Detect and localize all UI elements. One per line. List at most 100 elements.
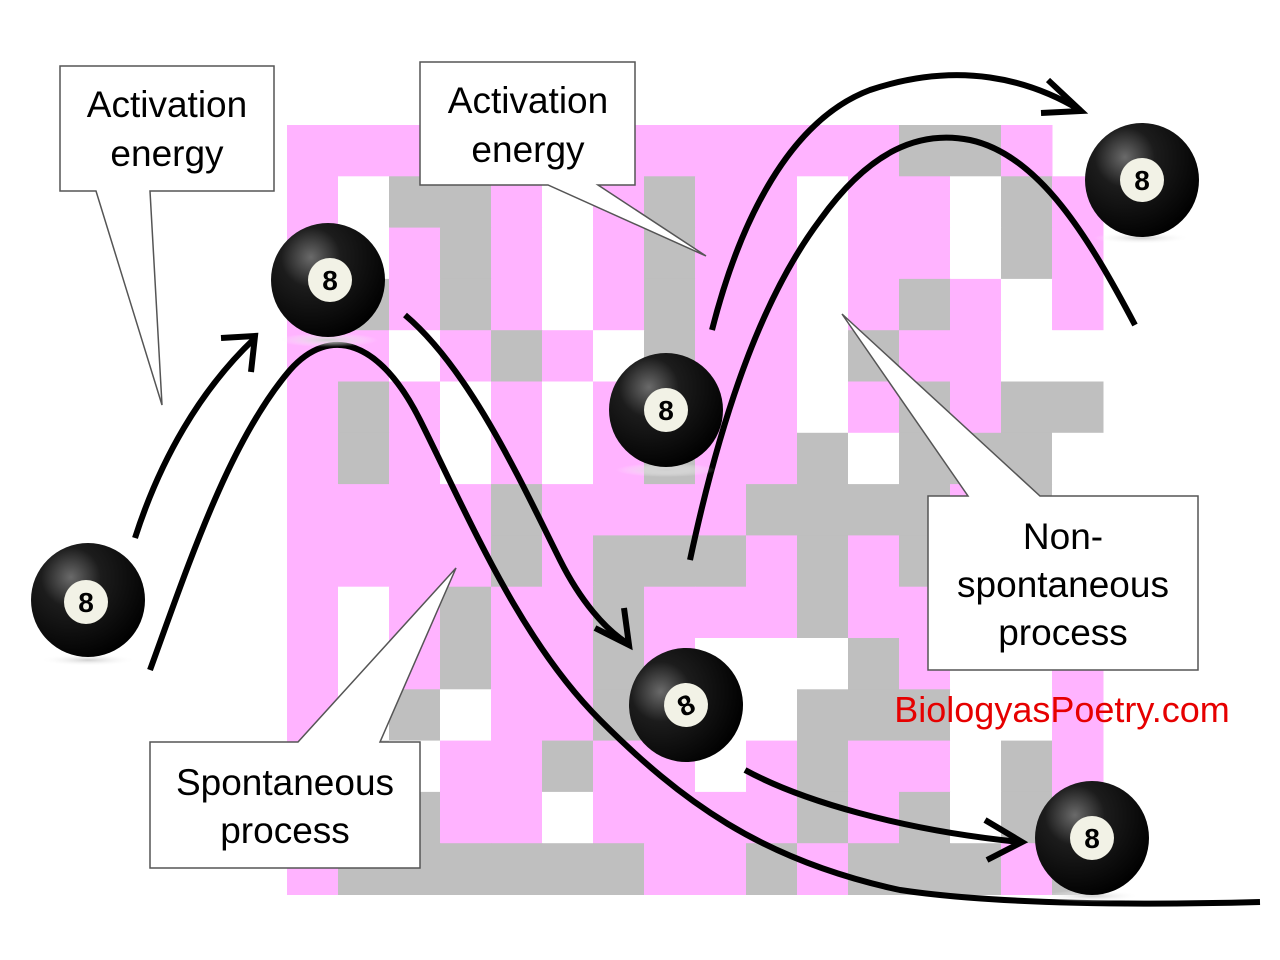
pattern-tile	[491, 278, 543, 331]
pattern-tile	[848, 484, 900, 536]
pattern-tile	[287, 381, 339, 434]
pattern-tile	[1001, 740, 1053, 793]
arrow-over-nonspontaneous	[709, 72, 1082, 331]
pattern-tile	[593, 278, 645, 331]
pattern-tile	[440, 586, 492, 639]
pattern-tile	[899, 278, 951, 331]
pattern-tile	[593, 227, 645, 280]
pattern-tile	[542, 330, 594, 382]
arrow-up-to-peak-left	[132, 335, 258, 539]
eight-ball-top-right: 8	[1085, 123, 1199, 244]
pattern-tile	[950, 689, 1002, 742]
pattern-tile	[542, 432, 594, 485]
pattern-tile	[950, 843, 1002, 895]
pattern-tile	[338, 535, 390, 588]
nonspontaneous-line2: spontaneous	[957, 564, 1169, 605]
pattern-tile	[1052, 330, 1104, 382]
pattern-tile	[899, 740, 951, 793]
pattern-tile	[491, 227, 543, 280]
pattern-tile	[746, 586, 798, 639]
pattern-tile	[287, 484, 339, 536]
pattern-tile	[491, 740, 543, 793]
pattern-tile	[593, 843, 645, 895]
pattern-tile	[644, 176, 696, 229]
pattern-tile	[644, 843, 696, 895]
pattern-tile	[848, 689, 900, 742]
pattern-tile	[593, 791, 645, 844]
eight-ball-start: 8	[31, 543, 145, 666]
pattern-tile	[848, 432, 900, 485]
pattern-tile	[1001, 278, 1053, 331]
pattern-tile	[542, 227, 594, 280]
arrow-up-to-peak-left-head	[220, 332, 259, 373]
pattern-tile	[746, 381, 798, 434]
arrow-over-nonspontaneous-head	[1040, 77, 1089, 116]
pattern-tile	[644, 278, 696, 331]
pattern-tile	[389, 330, 441, 382]
pattern-tile	[593, 535, 645, 588]
pattern-tile	[797, 432, 849, 485]
pattern-tile	[338, 432, 390, 485]
arrow-to-final-ball	[743, 767, 1021, 845]
pattern-tile	[1001, 330, 1053, 382]
pattern-tile	[797, 484, 849, 536]
pattern-tile	[848, 381, 900, 434]
pattern-tile	[542, 278, 594, 331]
pattern-tile	[287, 176, 339, 229]
pattern-tile	[542, 689, 594, 742]
pattern-tile	[440, 638, 492, 690]
pattern-tile	[695, 586, 747, 639]
pattern-tile	[797, 330, 849, 382]
spontaneous-line1: Spontaneous	[176, 762, 394, 803]
ball-number: 8	[658, 395, 674, 426]
pattern-tile	[440, 689, 492, 742]
callout-activation-energy-left: Activation energy	[59, 65, 275, 406]
pattern-tile	[746, 484, 798, 536]
pattern-tile	[950, 740, 1002, 793]
pattern-tile	[848, 278, 900, 331]
pattern-tile	[287, 638, 339, 690]
pattern-tile	[746, 638, 798, 690]
pattern-tile	[797, 227, 849, 280]
pattern-tile	[848, 586, 900, 639]
pattern-tile	[644, 535, 696, 588]
pattern-tile	[797, 586, 849, 639]
pattern-tile	[338, 586, 390, 639]
pattern-tile	[950, 278, 1002, 331]
pattern-tile	[950, 330, 1002, 382]
pattern-tile	[746, 689, 798, 742]
pattern-tile	[491, 843, 543, 895]
background-tile-pattern	[287, 125, 1104, 895]
pattern-tile	[440, 278, 492, 331]
arrow-to-final-ball-head	[983, 817, 1029, 863]
pattern-tile	[440, 791, 492, 844]
pattern-tile	[287, 432, 339, 485]
pattern-tile	[1001, 381, 1053, 434]
pattern-tile	[950, 227, 1002, 280]
pattern-tile	[491, 638, 543, 690]
pattern-tile	[389, 484, 441, 536]
pattern-tile	[440, 330, 492, 382]
pattern-tile	[542, 484, 594, 536]
pattern-tile	[797, 740, 849, 793]
activation-energy-left-line1: Activation	[87, 84, 247, 125]
pattern-tile	[746, 432, 798, 485]
pattern-tile	[950, 176, 1002, 229]
ball-number: 8	[1134, 165, 1150, 196]
pattern-tile	[899, 176, 951, 229]
ball-number: 8	[1084, 823, 1100, 854]
pattern-tile	[797, 638, 849, 690]
pattern-tile	[797, 278, 849, 331]
pattern-tile	[287, 535, 339, 588]
spontaneous-energy-curve	[147, 342, 1261, 907]
pattern-tile	[1052, 381, 1104, 434]
pattern-tile	[899, 125, 951, 177]
pattern-tile	[746, 791, 798, 844]
pattern-tile	[797, 381, 849, 434]
pattern-tile	[644, 791, 696, 844]
callout-nonspontaneous-process: Non- spontaneous process	[841, 313, 1199, 671]
activation-energy-left-line2: energy	[110, 133, 224, 174]
pattern-tile	[440, 227, 492, 280]
pattern-tile	[440, 740, 492, 793]
